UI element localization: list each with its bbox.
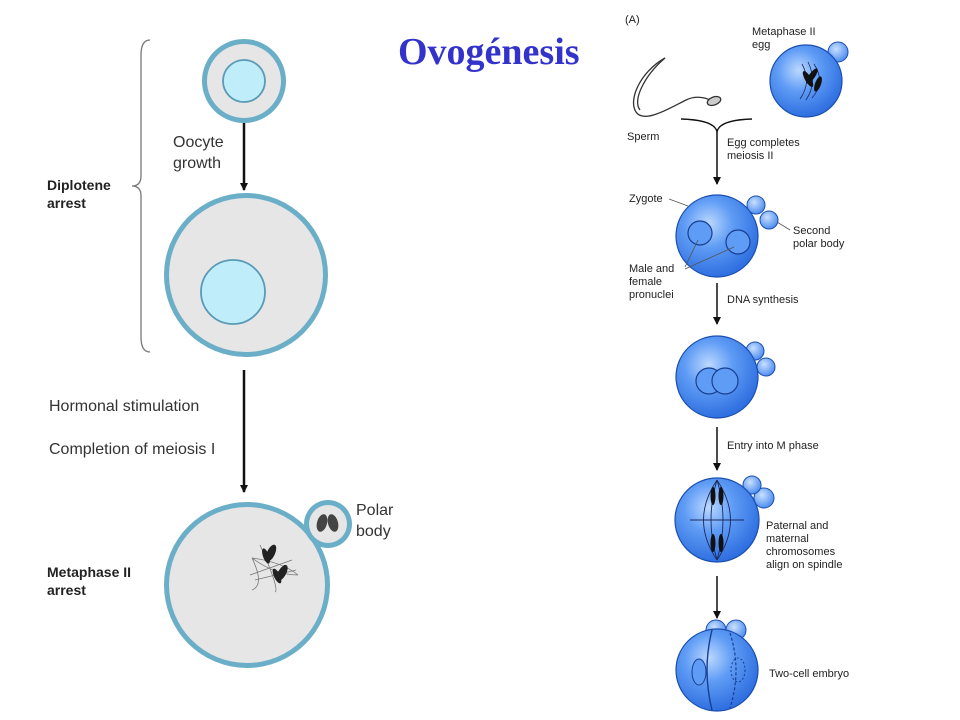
oocyte-growth-line-1: Oocyte — [173, 134, 224, 151]
hormonal-stimulation-label: Hormonal stimulation — [49, 398, 200, 415]
zygote-label: Zygote — [629, 193, 663, 205]
pronuclei-cell — [675, 335, 776, 419]
pronuclei-line-3: pronuclei — [629, 289, 674, 301]
oocyte-growth-label: Oocyte growth — [173, 132, 224, 174]
align-line-3: chromosomes — [766, 546, 836, 558]
small-oocyte — [202, 39, 286, 123]
second-polar-body-label: Second polar body — [793, 225, 844, 251]
metaphase-egg-line-2: egg — [752, 39, 771, 51]
polar-body-line-1: Polar — [356, 502, 394, 519]
diplotene-brace — [131, 39, 151, 353]
diplotene-line-1: Diplotene — [47, 177, 111, 193]
m-phase-label: Entry into M phase — [727, 440, 819, 452]
metaphase-arrest-label: Metaphase II arrest — [47, 563, 131, 599]
metaphase-line-1: Metaphase II — [47, 564, 132, 580]
egg-completes-line-2: meiosis II — [727, 150, 774, 162]
second-polar-line-2: polar body — [793, 238, 845, 250]
oocyte-growth-line-2: growth — [173, 155, 222, 172]
diplotene-arrest-label: Diplotene arrest — [47, 176, 111, 212]
metaphase-egg-line-1: Metaphase II — [752, 26, 816, 38]
zygote — [675, 194, 779, 278]
metaphase-egg-label: Metaphase II egg — [752, 26, 816, 52]
sperm-label: Sperm — [627, 131, 660, 143]
metaphase-line-2: arrest — [47, 582, 86, 598]
page-title: Ovogénesis — [398, 31, 580, 73]
spindle-cell — [674, 475, 775, 563]
dna-synthesis-label: DNA synthesis — [727, 294, 799, 306]
leader-lines — [668, 198, 791, 270]
two-cell-label: Two-cell embryo — [769, 668, 850, 680]
sperm — [632, 57, 722, 117]
align-line-1: Paternal and — [766, 520, 829, 532]
pronuclei-line-1: Male and — [629, 263, 675, 275]
egg-completes-label: Egg completes meiosis II — [727, 137, 800, 163]
diplotene-line-2: arrest — [47, 195, 86, 211]
pronuclei-label: Male and female pronuclei — [629, 263, 674, 302]
left-polar-body — [304, 500, 352, 548]
polar-body-line-2: body — [356, 523, 391, 540]
spindle-label: Paternal and maternal chromosomes align … — [766, 520, 842, 572]
align-line-4: align on spindle — [766, 559, 843, 571]
polar-body-label: Polar body — [356, 500, 393, 542]
panel-letter: (A) — [625, 14, 640, 26]
two-cell-embryo — [675, 619, 759, 712]
metaphase-oocyte — [164, 502, 330, 668]
meiosis-i-label: Completion of meiosis I — [49, 441, 216, 458]
metaphase-egg — [769, 41, 849, 118]
chromosomes — [262, 544, 288, 584]
fertilization-bracket — [680, 118, 753, 133]
egg-completes-line-1: Egg completes — [727, 137, 800, 149]
align-line-2: maternal — [766, 533, 809, 545]
large-oocyte — [164, 193, 328, 357]
second-polar-line-1: Second — [793, 225, 831, 237]
pronuclei-line-2: female — [629, 276, 663, 288]
